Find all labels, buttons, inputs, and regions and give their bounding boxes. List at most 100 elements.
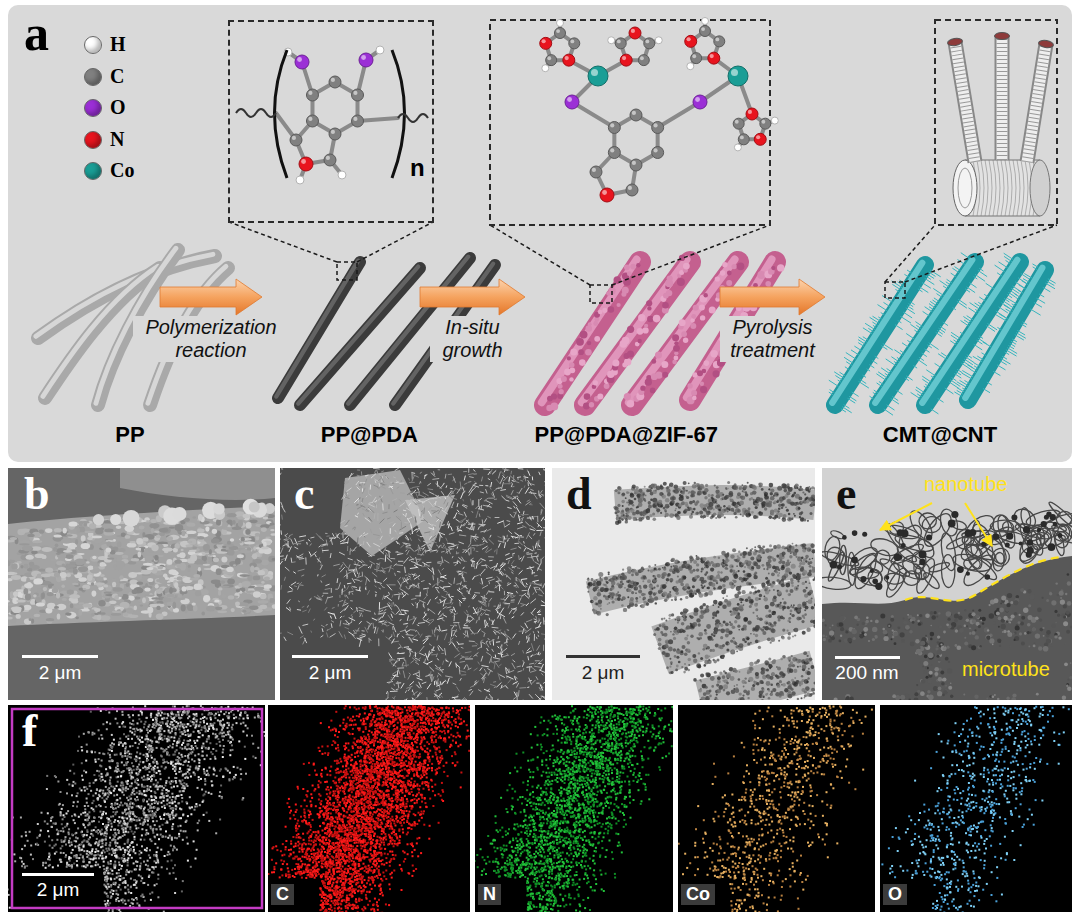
- fibrous-texture: [528, 590, 529, 597]
- fibrous-texture: [362, 630, 365, 631]
- fibrous-texture: [471, 536, 479, 537]
- fibrous-texture: [486, 489, 488, 493]
- fibrous-texture: [345, 520, 350, 526]
- fiber-texture: [186, 523, 195, 527]
- fibrous-texture: [526, 532, 529, 539]
- fiber-texture: [70, 604, 74, 609]
- fiber-texture: [235, 602, 240, 606]
- fibrous-texture: [310, 552, 316, 557]
- fiber-texture: [159, 528, 168, 532]
- fiber-texture: [198, 553, 202, 555]
- fibrous-texture: [439, 683, 441, 690]
- fibrous-texture: [392, 639, 395, 644]
- fibrous-texture: [475, 538, 478, 540]
- fibrous-texture: [394, 510, 398, 512]
- fibrous-texture: [417, 554, 424, 556]
- fiber-texture: [261, 546, 269, 549]
- fibrous-texture: [534, 621, 538, 623]
- fiber-texture: [111, 613, 121, 616]
- fibrous-texture: [428, 652, 432, 658]
- fibrous-texture: [397, 553, 403, 554]
- fibrous-texture: [320, 565, 322, 570]
- fiber-texture: [54, 606, 59, 609]
- fibrous-texture: [432, 647, 434, 651]
- fibrous-texture: [474, 653, 479, 657]
- fiber-texture: [243, 515, 250, 521]
- fibrous-texture: [397, 553, 402, 554]
- fibrous-texture: [524, 475, 526, 477]
- fiber-texture: [118, 548, 126, 552]
- fibrous-texture: [341, 589, 343, 595]
- fiber-texture: [249, 519, 257, 523]
- fibrous-texture: [470, 691, 473, 696]
- fiber-texture: [38, 568, 46, 571]
- fibrous-texture: [541, 633, 545, 635]
- fibrous-texture: [473, 612, 479, 614]
- fibrous-texture: [421, 510, 423, 518]
- fibrous-texture: [449, 642, 452, 645]
- fibrous-texture: [426, 536, 428, 539]
- fibrous-texture: [440, 545, 442, 547]
- fibrous-texture: [463, 567, 465, 569]
- fiber-texture: [156, 614, 164, 620]
- fibrous-texture: [544, 519, 545, 523]
- fibrous-texture: [434, 681, 435, 685]
- fibrous-texture: [531, 643, 533, 651]
- fibrous-texture: [302, 606, 305, 607]
- fibrous-texture: [294, 547, 298, 549]
- fiber-texture: [62, 598, 67, 601]
- fibrous-texture: [412, 603, 414, 605]
- fibrous-texture: [406, 498, 411, 500]
- fibrous-texture: [384, 598, 386, 599]
- fibrous-texture: [383, 512, 388, 513]
- fibrous-texture: [532, 580, 538, 581]
- fibrous-texture: [381, 630, 383, 632]
- fibrous-texture: [389, 486, 393, 488]
- fiber-texture: [16, 589, 25, 592]
- fibrous-texture: [470, 499, 472, 506]
- fibrous-texture: [414, 492, 420, 494]
- fiber-texture: [75, 547, 79, 551]
- fiber-texture: [34, 614, 40, 617]
- fiber-texture: [260, 605, 267, 610]
- fibrous-texture: [478, 499, 479, 507]
- fiber-texture: [86, 561, 90, 563]
- fiber-texture: [199, 552, 206, 556]
- fibrous-texture: [457, 527, 459, 530]
- fibrous-texture: [348, 558, 353, 560]
- fibrous-texture: [357, 537, 359, 544]
- fiber-texture: [235, 558, 241, 565]
- fiber-texture: [169, 587, 173, 594]
- fibrous-texture: [499, 675, 505, 678]
- fibrous-texture: [449, 594, 450, 598]
- fibrous-texture: [541, 605, 545, 606]
- fibrous-texture: [483, 469, 490, 470]
- fibrous-texture: [526, 583, 527, 585]
- fibrous-texture: [524, 485, 526, 488]
- fibrous-texture: [362, 615, 363, 617]
- fiber-texture: [54, 573, 60, 578]
- fiber-texture: [144, 595, 154, 597]
- fibrous-texture: [383, 567, 391, 569]
- fiber-texture: [165, 577, 170, 580]
- fibrous-texture: [360, 613, 362, 617]
- fiber-texture: [159, 577, 165, 584]
- fibrous-texture: [374, 569, 381, 571]
- fibrous-texture: [472, 594, 475, 599]
- fibrous-texture: [382, 613, 384, 617]
- fibrous-texture: [522, 526, 526, 528]
- fiber-texture: [188, 534, 197, 537]
- fibrous-texture: [393, 477, 396, 478]
- fibrous-texture: [496, 585, 497, 588]
- fibrous-texture: [508, 477, 510, 482]
- fiber-texture: [92, 591, 97, 597]
- fibrous-texture: [543, 470, 545, 472]
- fibrous-texture: [492, 627, 499, 629]
- fibrous-texture: [469, 477, 474, 478]
- fibrous-texture: [535, 562, 540, 565]
- fibrous-texture: [392, 698, 394, 700]
- fibrous-texture: [421, 545, 426, 547]
- fiber-texture: [78, 577, 87, 582]
- fiber-texture: [260, 594, 267, 599]
